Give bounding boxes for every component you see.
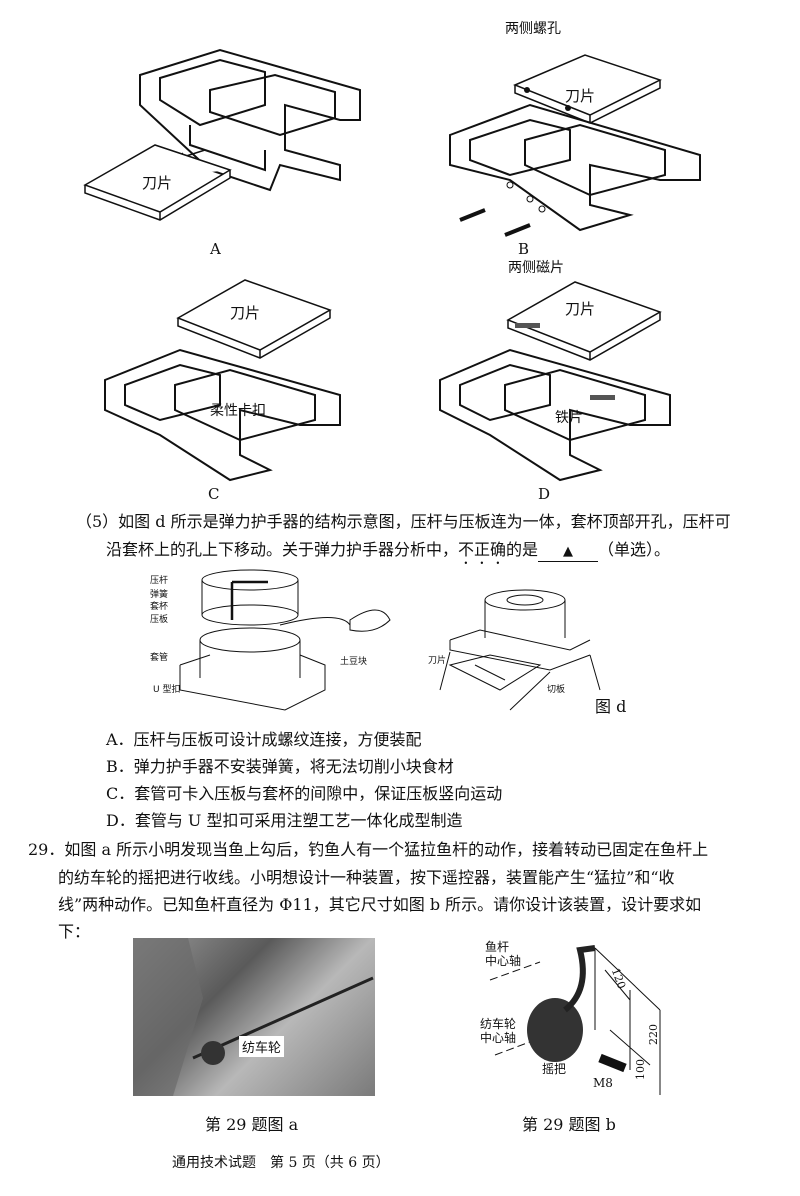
label-handle: 摇把 xyxy=(542,1062,567,1076)
label-sleeve: 套管 xyxy=(150,653,169,663)
label-u-clip: U 型扣 xyxy=(153,685,181,695)
frame-screw-drawing xyxy=(449,54,701,237)
reel-dimension-drawing xyxy=(489,945,661,1095)
fishing-rod-drawing xyxy=(133,938,374,1096)
figure-label: A xyxy=(210,240,221,258)
label-reel: 纺车轮 xyxy=(480,1017,517,1031)
question-5-line2: 沿套杯上的孔上下移动。关于弹力护手器分析中，不正确的是▲（单选）。 xyxy=(106,537,670,568)
label-m8: M8 xyxy=(593,1076,613,1090)
hand-guard-drawing xyxy=(179,569,601,711)
label-spring: 弹簧 xyxy=(150,590,169,600)
question-29-line1: 29．如图 a 所示小明发现当鱼上勾后，钓鱼人有一个猛拉鱼杆的动作，接着转动已固… xyxy=(28,840,709,859)
label-cutting-board: 切板 xyxy=(547,685,566,695)
question-29-line2: 的纺车轮的摇把进行收线。小明想设计一种装置，按下遥控器，装置能产生“猛拉”和“收 xyxy=(58,868,675,887)
text: （单选）。 xyxy=(598,540,671,559)
label-cup: 套杯 xyxy=(150,602,169,612)
blade-label: 刀片 xyxy=(565,87,596,105)
label-reel-axis: 中心轴 xyxy=(480,1031,517,1045)
figure-a: 刀片 A xyxy=(80,30,380,270)
option-c: C．套管可卡入压板与套杯的间隙中，保证压板竖向运动 xyxy=(106,784,503,803)
blade-label: 刀片 xyxy=(142,174,173,192)
figure-d: 压杆 弹簧 套杯 压板 套管 U 型扣 土豆块 刀片 切板 图 d xyxy=(150,569,650,720)
question-29-line4: 下： xyxy=(58,922,91,941)
option-a: A．压杆与压板可设计成螺纹连接，方便装配 xyxy=(106,730,422,749)
figure-label: D xyxy=(538,485,551,503)
dim-220: 220 xyxy=(647,1024,660,1045)
fishing-photo: 纺车轮 xyxy=(133,938,375,1096)
answer-blank: ▲ xyxy=(538,543,599,562)
figure-d-option: 刀片 两侧磁片 铁片 D xyxy=(439,260,720,515)
option-d: D．套管与 U 型扣可采用注塑工艺一体化成型制造 xyxy=(106,811,463,830)
text: 的是 xyxy=(506,540,539,559)
screw-hole-callout: 两侧螺孔 xyxy=(505,21,561,37)
figure-d-caption: 图 d xyxy=(595,697,627,716)
iron-label: 铁片 xyxy=(555,410,583,426)
blade-label: 刀片 xyxy=(565,300,596,318)
label-potato: 土豆块 xyxy=(340,657,368,667)
frame-clip-drawing xyxy=(104,279,341,482)
question-5-line1: （5）如图 d 所示是弹力护手器的结构示意图，压杆与压板连为一体，套杯顶部开孔，… xyxy=(76,512,731,531)
figure-29a-caption: 第 29 题图 a xyxy=(205,1115,299,1134)
question-29-line3: 线”两种动作。已知鱼杆直径为 Φ11，其它尺寸如图 b 所示。请你设计该装置，设… xyxy=(58,895,702,914)
reel-label: 纺车轮 xyxy=(239,1036,285,1057)
label-press-plate: 压板 xyxy=(150,615,169,625)
figure-29b: 鱼杆 中心轴 纺车轮 中心轴 摇把 M8 120 220 100 xyxy=(460,930,700,1100)
magnet-callout: 两侧磁片 xyxy=(508,260,564,276)
emphasis-text: 不正确 xyxy=(458,540,507,559)
frame-magnet-drawing xyxy=(439,281,671,482)
frame-drawing xyxy=(83,48,361,221)
text: 沿套杯上的孔上下移动。关于弹力护手器分析中， xyxy=(106,540,459,559)
blade-label: 刀片 xyxy=(230,304,261,322)
figure-29b-caption: 第 29 题图 b xyxy=(522,1115,616,1134)
figure-c: 刀片 柔性卡扣 C xyxy=(100,270,380,515)
label-press-rod: 压杆 xyxy=(150,576,169,586)
page-footer: 通用技术试题 第 5 页（共 6 页） xyxy=(172,1155,390,1171)
figure-label: B xyxy=(518,240,530,258)
label-blade: 刀片 xyxy=(428,656,447,666)
option-b: B．弹力护手器不安装弹簧，将无法切削小块食材 xyxy=(106,757,454,776)
clip-callout: 柔性卡扣 xyxy=(210,403,266,419)
dim-100: 100 xyxy=(634,1059,647,1080)
label-rod: 鱼杆 xyxy=(485,940,510,954)
figure-label: C xyxy=(208,485,220,503)
label-rod-axis: 中心轴 xyxy=(485,954,522,968)
figure-b: 刀片 两侧螺孔 B xyxy=(430,15,720,270)
